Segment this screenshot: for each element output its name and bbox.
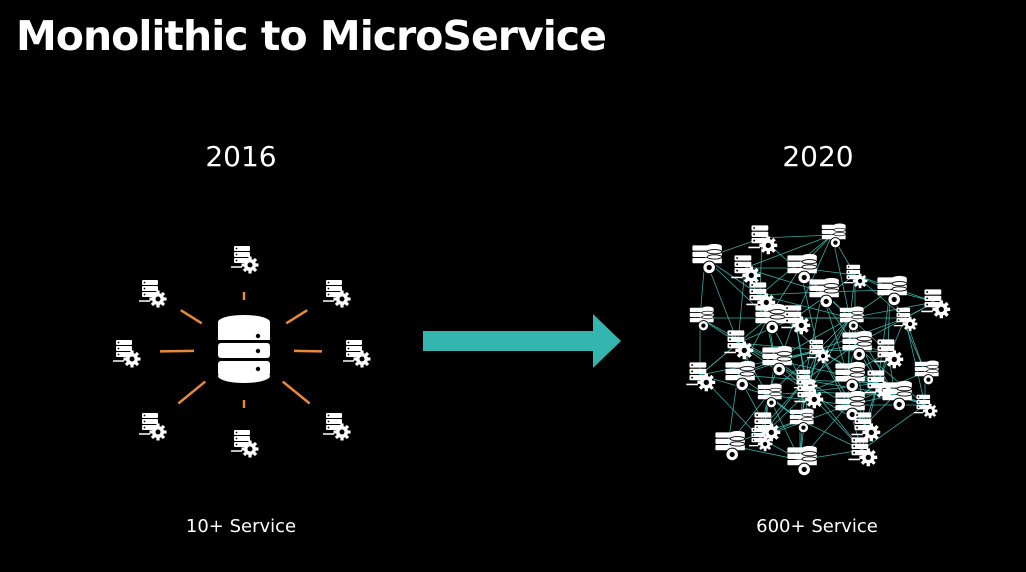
year-label-2020: 2020 <box>782 140 854 173</box>
mesh-connection <box>761 234 833 239</box>
server-gear-icon <box>685 361 717 393</box>
arrow-right-icon <box>423 314 621 368</box>
spoke-line <box>177 380 207 405</box>
mesh-connection <box>794 234 833 319</box>
mesh-connection <box>817 317 851 351</box>
slide-title: Monolithic to MicroService <box>16 12 607 60</box>
server-gear-icon <box>789 408 815 434</box>
server-gear-icon <box>724 360 756 392</box>
server-gear-icon <box>876 275 908 307</box>
mesh-connection <box>807 382 879 393</box>
server-gear-icon <box>322 279 352 309</box>
mesh-connection <box>854 344 926 406</box>
spoke-line <box>293 349 323 353</box>
server-gear-icon <box>138 279 168 309</box>
server-gear-icon <box>138 412 168 442</box>
mesh-connection <box>817 349 889 353</box>
server-gear-icon <box>843 264 868 289</box>
server-gear-icon <box>112 339 142 369</box>
mesh-connection <box>804 317 851 381</box>
server-gear-icon <box>342 339 372 369</box>
server-gear-icon <box>821 223 847 249</box>
server-gear-icon <box>881 380 913 412</box>
server-gear-icon <box>761 345 793 377</box>
year-label-2016: 2016 <box>205 140 277 173</box>
spoke-line <box>285 309 308 325</box>
server-gear-icon <box>806 339 831 364</box>
server-gear-icon <box>714 430 746 462</box>
server-gear-icon <box>893 307 918 332</box>
server-gear-icon <box>920 288 952 320</box>
mesh-connection <box>804 291 823 381</box>
mesh-connection <box>849 317 896 396</box>
server-gear-icon <box>230 245 260 275</box>
mesh-connection <box>744 234 833 269</box>
mesh-connection <box>737 342 819 351</box>
server-gear-icon <box>730 254 762 286</box>
mesh-connection <box>744 267 823 293</box>
mesh-connection <box>877 289 891 384</box>
spoke-line <box>281 380 311 405</box>
server-gear-icon <box>723 329 755 361</box>
server-gear-icon <box>322 412 352 442</box>
server-gear-icon <box>689 306 715 332</box>
mesh-connection <box>759 294 851 319</box>
mesh-connection <box>904 317 926 406</box>
spoke-line <box>159 349 195 353</box>
caption-2020: 600+ Service <box>756 516 878 537</box>
server-gear-icon <box>786 445 818 477</box>
server-gear-icon <box>841 330 873 362</box>
server-gear-icon <box>873 338 905 370</box>
server-gear-icon <box>850 411 882 443</box>
server-gear-icon <box>230 429 260 459</box>
server-gear-icon <box>747 224 779 256</box>
server-gear-icon <box>793 378 825 410</box>
server-gear-icon <box>754 303 786 335</box>
mesh-connection <box>831 234 851 319</box>
server-gear-icon <box>914 360 940 386</box>
mesh-connection <box>849 301 936 319</box>
mesh-connection <box>699 342 739 376</box>
spoke-line <box>180 309 203 325</box>
database-icon <box>218 315 270 383</box>
mesh-connection <box>804 344 856 381</box>
spoke-lines <box>159 292 323 408</box>
caption-2016: 10+ Service <box>185 516 297 537</box>
server-gear-icon <box>913 394 938 419</box>
